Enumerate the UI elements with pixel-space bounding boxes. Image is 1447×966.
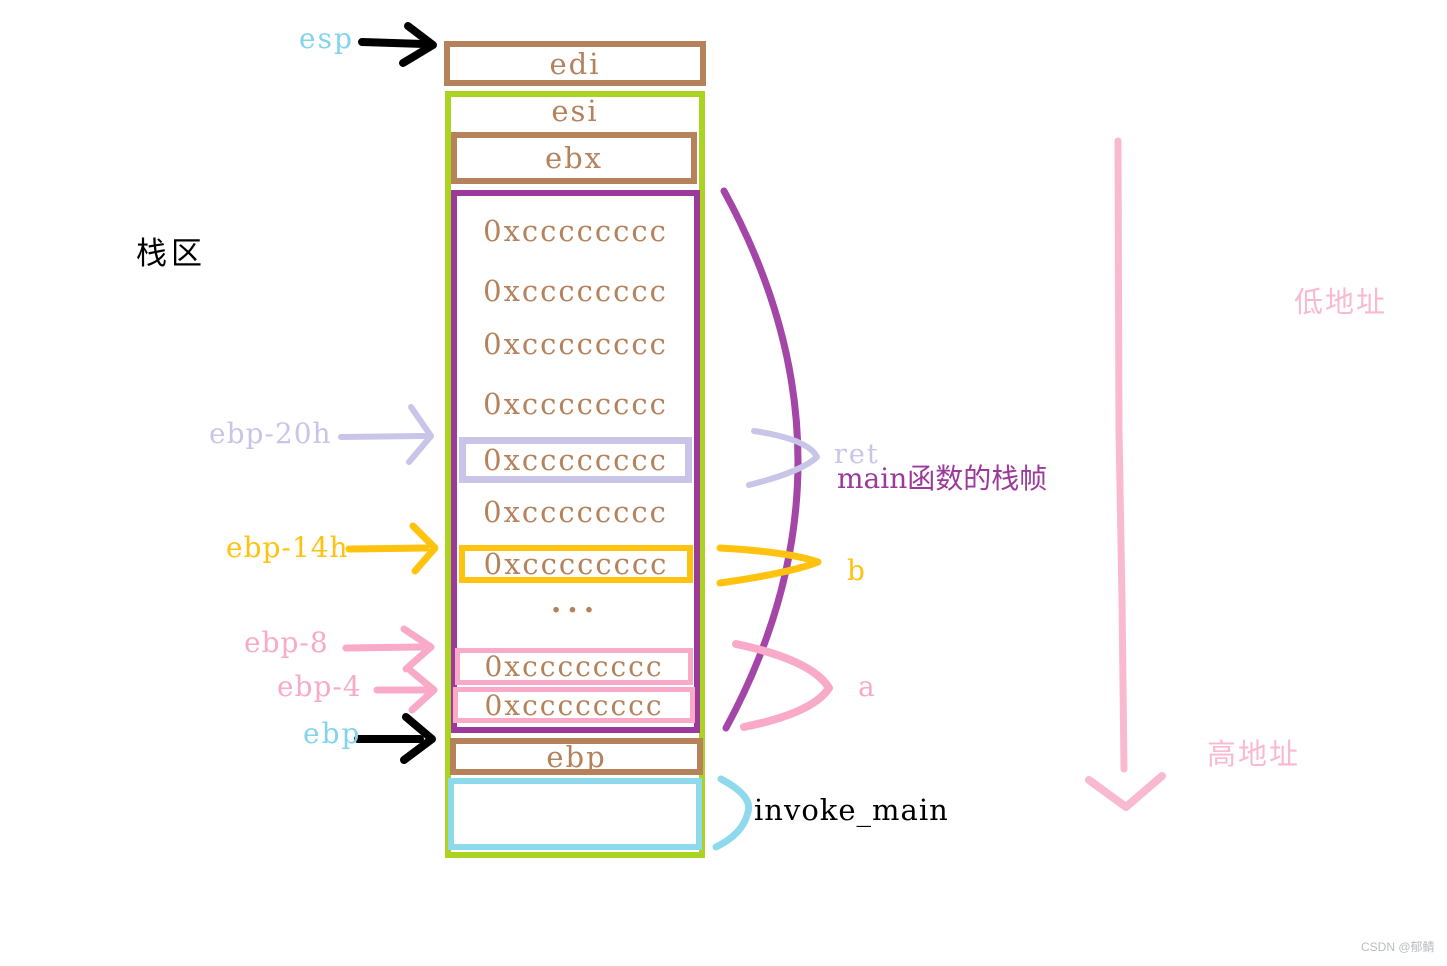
esp-register-label: esp [299,22,354,55]
ebp-4-arrow-icon [373,667,438,714]
invoke-main-brace-icon [712,775,753,851]
invoke-main-label: invoke_main [754,793,949,827]
variable-b-label: b [847,554,865,587]
stack-value: 0xcccccccc [484,688,664,722]
esi-slot: esi [551,94,599,128]
stack-value: 0xcccccccc [483,547,669,581]
stack-area-title: 栈区 [136,236,206,272]
saved-ebp-slot: ebp [450,738,703,775]
ebp-20h-arrow-icon [338,404,434,465]
high-address-label: 高地址 [1207,737,1301,771]
ebp-8-offset-label: ebp-8 [244,626,329,659]
stack-value: 0xcccccccc [484,650,664,683]
esp-arrow-icon [358,22,437,67]
address-direction-arrow [1085,137,1166,811]
ebx-label: ebx [544,141,604,175]
stack-value: 0xcccccccc [483,327,668,361]
stack-value: 0xcccccccc [483,443,668,477]
ebp-20h-slot: 0xcccccccc [459,437,692,483]
main-frame-region-box [451,190,700,733]
variable-a-label: a [858,670,875,703]
ebp-4-slot: 0xcccccccc [453,687,695,723]
ellipsis-label: ... [550,585,601,620]
ebp-14h-slot-variable-b: 0xcccccccc [459,545,693,583]
ebp-register-label: ebp [303,717,362,750]
ebp-arrow-icon [354,713,436,764]
stack-value: 0xcccccccc [483,387,668,421]
ebp-8-slot-variable-a: 0xcccccccc [455,648,693,685]
invoke-main-slot [448,778,702,850]
ebp-14h-offset-label: ebp-14h [226,531,349,564]
ebp-8-arrow-icon [342,625,435,673]
main-frame-brace [720,187,802,732]
ebp-14h-arrow-icon [345,522,439,575]
main-frame-label: main函数的栈帧 [837,462,1048,495]
stack-value: 0xcccccccc [483,495,668,529]
csdn-watermark: CSDN @郁鲭 [1361,940,1435,954]
stack-value: 0xcccccccc [483,214,668,248]
ebp-4-offset-label: ebp-4 [277,670,362,703]
invoke-main-frame-box [445,91,705,858]
ebx-slot: ebx [451,132,697,184]
low-address-label: 低地址 [1294,285,1388,319]
stack-value: 0xcccccccc [483,274,668,308]
a-pointer-icon [732,640,833,731]
edi-label: edi [549,46,601,81]
b-pointer-icon [716,544,822,587]
edi-slot: edi [444,41,706,86]
ret-pointer-icon [746,428,820,488]
ret-label: ret [834,439,880,470]
ebp-20h-offset-label: ebp-20h [209,417,332,450]
saved-ebp-label: ebp [546,739,607,774]
